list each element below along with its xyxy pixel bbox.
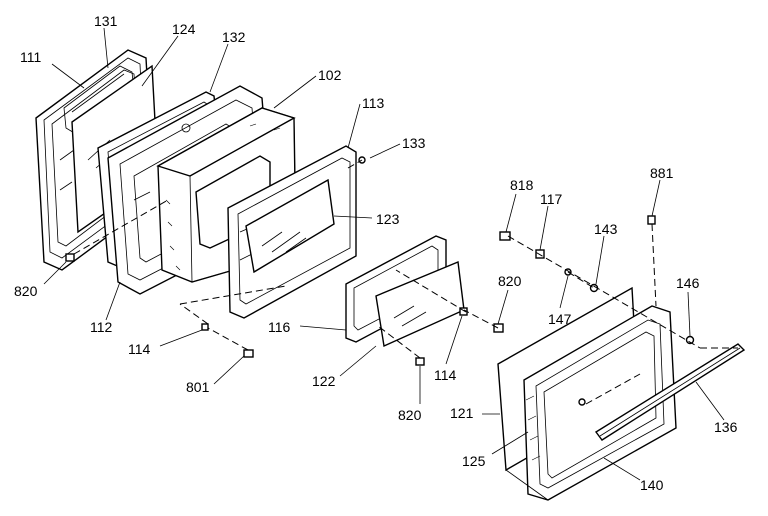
- label-146: 146: [676, 275, 700, 291]
- label-140: 140: [640, 477, 664, 493]
- label-114-left: 114: [128, 341, 151, 357]
- fasteners: [65, 156, 695, 406]
- label-801: 801: [186, 379, 210, 395]
- assembly-lines: [73, 159, 738, 405]
- label-881: 881: [650, 165, 674, 181]
- label-124: 124: [172, 21, 196, 37]
- label-114-right: 114: [434, 367, 457, 383]
- label-143: 143: [594, 221, 618, 237]
- label-820-left: 820: [14, 283, 38, 299]
- part-140-outer-frame: [523, 305, 677, 501]
- label-131: 131: [94, 13, 118, 29]
- label-121: 121: [450, 405, 474, 421]
- label-123: 123: [376, 211, 400, 227]
- label-122: 122: [312, 373, 336, 389]
- part-125-trim: [505, 469, 549, 501]
- label-102: 102: [318, 67, 342, 83]
- leader-lines: [43, 27, 725, 481]
- label-136: 136: [714, 419, 738, 435]
- label-113: 113: [362, 95, 385, 111]
- label-132: 132: [222, 29, 246, 45]
- label-111: 111: [20, 49, 41, 65]
- label-820-bottom: 820: [398, 407, 422, 423]
- label-820-right: 820: [498, 273, 522, 289]
- label-117: 117: [540, 191, 563, 207]
- label-125: 125: [462, 453, 486, 469]
- part-123-frame-glass: [245, 178, 335, 274]
- part-136-handle: [594, 343, 746, 441]
- label-133: 133: [402, 135, 426, 151]
- part-labels: 111 131 124 132 102 113 133 123 820 112 …: [14, 13, 738, 493]
- label-112: 112: [90, 319, 113, 335]
- label-818: 818: [510, 177, 534, 193]
- label-147: 147: [548, 311, 572, 327]
- label-116: 116: [268, 319, 291, 335]
